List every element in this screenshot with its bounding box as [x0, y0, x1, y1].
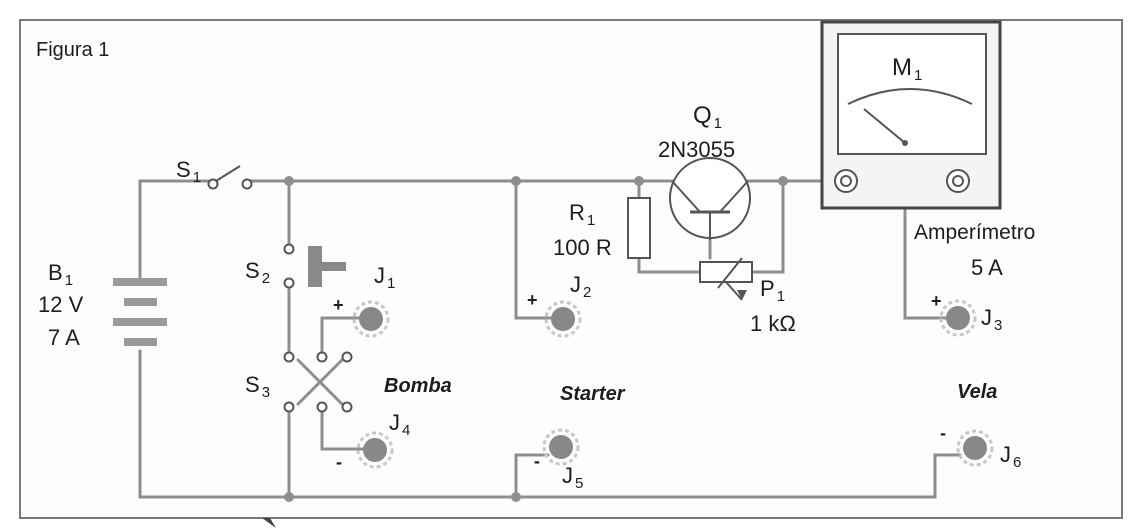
figure-title: Figura 1: [36, 39, 110, 61]
corner-mark: [262, 518, 276, 528]
jack-j1: [352, 300, 390, 338]
starter-label: Starter: [560, 383, 625, 405]
bomba-label: Bomba: [384, 375, 452, 397]
j6-polarity: -: [940, 423, 946, 443]
switch-s1: [207, 165, 253, 190]
jack-j2: [544, 300, 582, 338]
transistor-q1: [669, 157, 751, 240]
battery-capacity: 7 A: [48, 325, 80, 350]
meter-name: Amperímetro: [914, 221, 1036, 244]
j4-polarity: -: [336, 452, 342, 472]
r1-value: 100 R: [553, 235, 612, 260]
ammeter-m1: [820, 20, 1002, 210]
push-button-icon: [308, 246, 346, 287]
jack-j5: [542, 428, 580, 466]
q1-part: 2N3055: [658, 137, 736, 162]
junction-dots: [284, 176, 788, 502]
j2-polarity: +: [527, 290, 538, 310]
switch-s2: [283, 243, 295, 289]
j3-polarity: +: [931, 291, 942, 311]
vela-label: Vela: [957, 381, 998, 403]
jack-j6: [956, 429, 994, 467]
jack-j3: [939, 299, 977, 337]
potentiometer-p1: [699, 257, 753, 301]
battery-b1: [113, 278, 167, 346]
meter-range: 5 A: [971, 255, 1003, 280]
j5-polarity: -: [534, 451, 540, 471]
resistor-r1: [627, 197, 651, 259]
p1-value: 1 kΩ: [750, 311, 796, 336]
jack-j4: [356, 431, 394, 469]
switch-s3: [283, 351, 353, 413]
j1-polarity: +: [333, 295, 344, 315]
battery-voltage: 12 V: [38, 292, 84, 317]
